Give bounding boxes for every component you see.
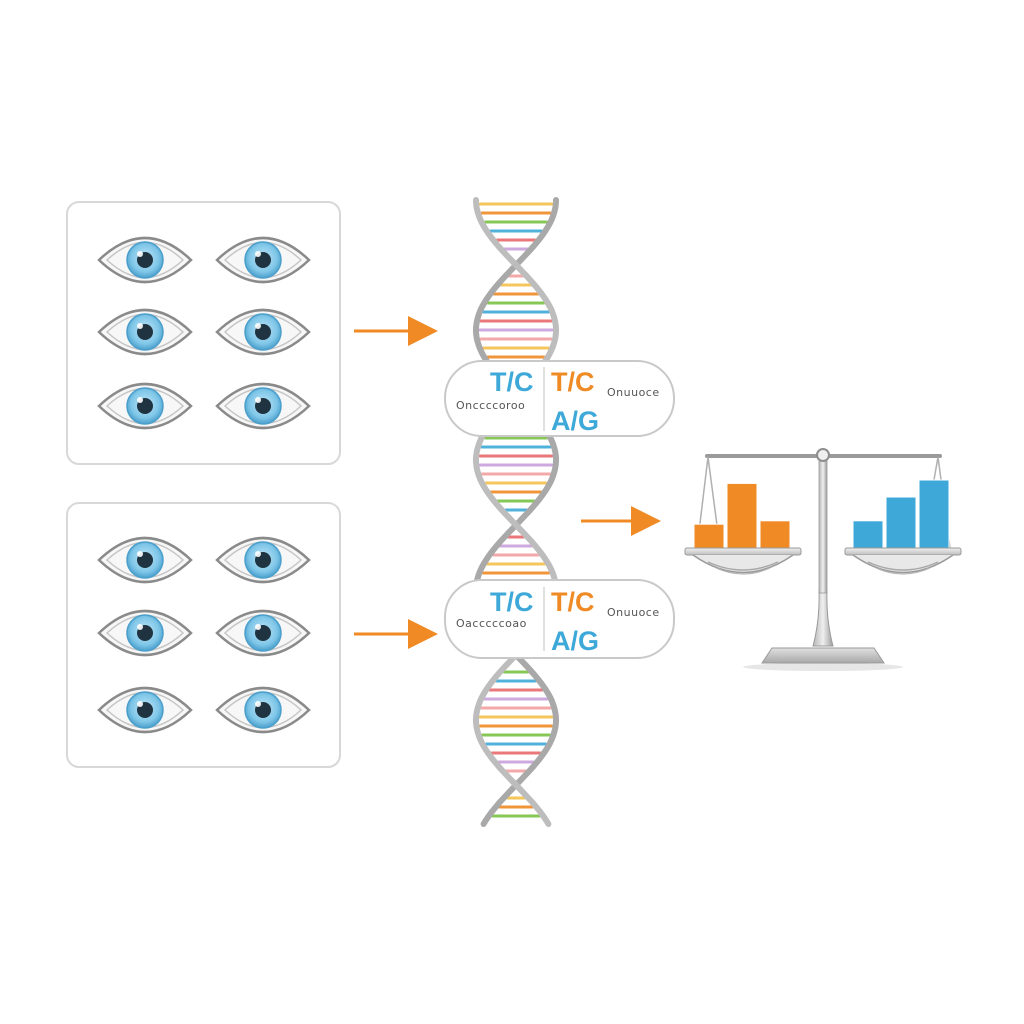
eye-inner-line bbox=[105, 313, 185, 351]
eye-icon bbox=[215, 236, 311, 284]
scale-pillar bbox=[818, 457, 828, 594]
allele-label-left: T/C bbox=[490, 367, 534, 397]
dna-helix-icon bbox=[472, 197, 560, 827]
eye-icon bbox=[97, 308, 193, 356]
scale-bar bbox=[726, 482, 758, 549]
eye-icon bbox=[97, 686, 193, 734]
eye-inner-line bbox=[105, 241, 185, 279]
allele-label-bottom: A/G bbox=[551, 626, 599, 656]
scale-pan-left-bars bbox=[693, 482, 791, 549]
scale-pan-right-bars bbox=[852, 479, 950, 549]
scale-base bbox=[761, 647, 885, 664]
eye-grid bbox=[97, 236, 311, 430]
eye-inner-line bbox=[223, 241, 303, 279]
scale-pan-left bbox=[684, 547, 802, 556]
eye-inner-line bbox=[105, 541, 185, 579]
eye-icon bbox=[97, 609, 193, 657]
eye-icon bbox=[97, 536, 193, 584]
eye-highlight bbox=[255, 624, 261, 630]
scribble-text-right: Onuuoce bbox=[607, 606, 660, 619]
variant-card-lower: T/C T/C A/G Oacccccoao Onuuoce bbox=[444, 579, 675, 659]
eye-inner-line bbox=[223, 691, 303, 729]
eye-highlight bbox=[137, 397, 143, 403]
eye-highlight bbox=[137, 701, 143, 707]
allele-label-left: T/C bbox=[490, 587, 534, 617]
eye-highlight bbox=[255, 323, 261, 329]
scale-pan-right-bowl bbox=[852, 554, 954, 574]
eye-grid bbox=[97, 536, 311, 734]
scale-bar bbox=[852, 520, 884, 549]
eye-highlight bbox=[137, 624, 143, 630]
dna-strand bbox=[473, 197, 560, 827]
variant-pill bbox=[444, 360, 675, 437]
scale-pivot bbox=[816, 448, 830, 462]
eye-inner-line bbox=[223, 313, 303, 351]
pan-ridge bbox=[707, 561, 779, 571]
scale-bar bbox=[759, 520, 791, 549]
eye-icon bbox=[215, 536, 311, 584]
dna-strand bbox=[472, 197, 559, 827]
scale-bar bbox=[918, 479, 950, 549]
eye-highlight bbox=[255, 397, 261, 403]
balance-scale-icon bbox=[684, 448, 962, 671]
eye-icon bbox=[215, 609, 311, 657]
scale-pan-left-bowl bbox=[692, 554, 794, 574]
scale-pillar-foot bbox=[812, 589, 834, 647]
eye-highlight bbox=[255, 701, 261, 707]
eye-highlight bbox=[137, 323, 143, 329]
pan-ridge bbox=[875, 567, 931, 575]
eye-highlight bbox=[255, 251, 261, 257]
allele-label-bottom: A/G bbox=[551, 406, 599, 436]
pan-ridge bbox=[715, 567, 771, 575]
eye-highlight bbox=[137, 251, 143, 257]
variant-pill bbox=[444, 579, 675, 659]
scale-bar bbox=[885, 496, 917, 549]
eye-inner-line bbox=[105, 387, 185, 425]
allele-label-right: T/C bbox=[551, 367, 595, 397]
eye-inner-line bbox=[223, 541, 303, 579]
eye-highlight bbox=[137, 551, 143, 557]
scribble-text-left: Oacccccoao bbox=[456, 617, 527, 630]
eye-inner-line bbox=[223, 614, 303, 652]
variant-card-upper: T/C T/C A/G Onccccoroo Onuuoce bbox=[444, 360, 675, 437]
eye-inner-line bbox=[105, 691, 185, 729]
eye-icon bbox=[215, 382, 311, 430]
eye-panel-upper bbox=[66, 201, 341, 465]
scale-pan-right bbox=[844, 547, 962, 556]
eye-icon bbox=[97, 382, 193, 430]
scale-shadow bbox=[743, 663, 903, 671]
eye-icon bbox=[97, 236, 193, 284]
eye-panel-lower bbox=[66, 502, 341, 768]
allele-label-right: T/C bbox=[551, 587, 595, 617]
eye-highlight bbox=[255, 551, 261, 557]
pan-ridge bbox=[867, 561, 939, 571]
eye-inner-line bbox=[105, 614, 185, 652]
eye-icon bbox=[215, 308, 311, 356]
eye-icon bbox=[215, 686, 311, 734]
eye-inner-line bbox=[223, 387, 303, 425]
scribble-text-right: Onuuoce bbox=[607, 386, 660, 399]
scribble-text-left: Onccccoroo bbox=[456, 399, 525, 412]
scale-bar bbox=[693, 523, 725, 549]
